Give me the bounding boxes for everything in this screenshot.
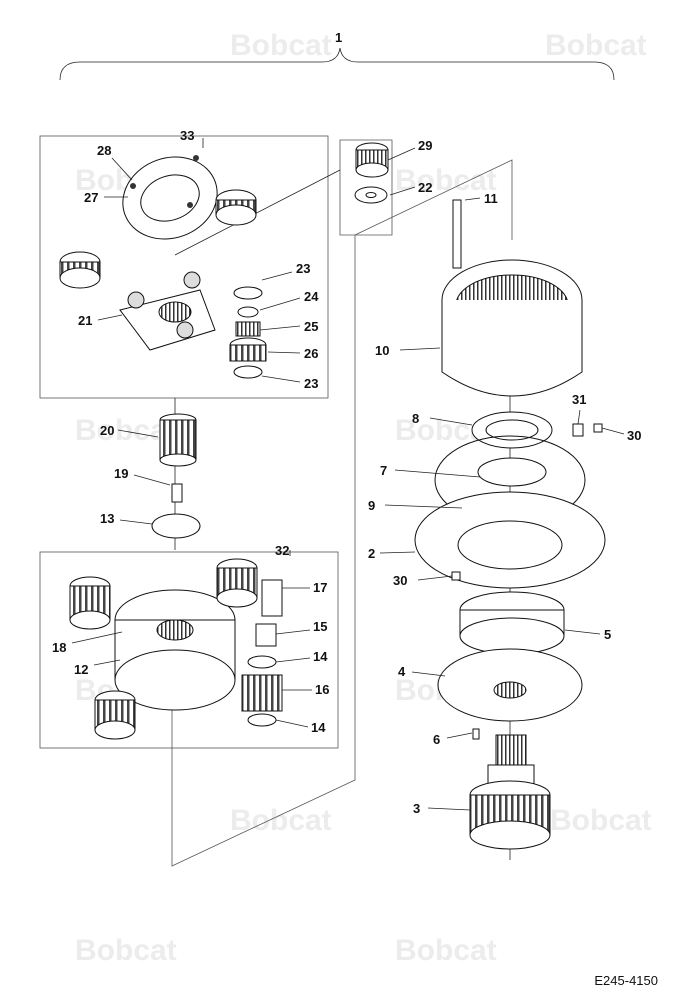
planet-gear	[216, 558, 258, 608]
callout-11: 11	[484, 191, 498, 206]
callout-3: 3	[413, 801, 420, 816]
drawing-number: E245-4150	[594, 973, 658, 988]
watermark-text: Bobcat	[395, 164, 497, 197]
planet-gear	[69, 576, 111, 630]
callout-10: 10	[375, 343, 389, 358]
plug-31	[572, 423, 584, 437]
seal-7	[477, 457, 547, 487]
bearing-8	[471, 411, 553, 449]
planet-carrier-12	[114, 589, 236, 711]
callout-29: 29	[418, 138, 432, 153]
callout-15: 15	[313, 619, 327, 634]
washer-14	[247, 655, 277, 669]
watermark-text: Bobcat	[545, 29, 647, 62]
callout-22: 22	[418, 180, 432, 195]
watermark-text: Bobcat	[230, 804, 332, 837]
frame-group-32	[39, 551, 339, 749]
callout-26: 26	[304, 346, 318, 361]
callout-7: 7	[380, 463, 387, 478]
callout-24: 24	[304, 289, 319, 304]
callout-13: 13	[100, 511, 114, 526]
callout-5: 5	[604, 627, 611, 642]
callout-28: 28	[97, 143, 111, 158]
callout-23b: 23	[304, 376, 318, 391]
callout-17: 17	[313, 580, 327, 595]
watermark-text: Bobcat	[395, 934, 497, 967]
plug-30	[451, 571, 461, 581]
callout-33: 33	[180, 128, 194, 143]
callout-6: 6	[433, 732, 440, 747]
bolt-6	[472, 728, 480, 740]
callout-27: 27	[84, 190, 98, 205]
axis-line	[174, 169, 341, 256]
bushing-15	[255, 623, 277, 647]
callout-25: 25	[304, 319, 318, 334]
gear-small	[59, 251, 101, 289]
callout-20: 20	[100, 423, 114, 438]
callout-12: 12	[74, 662, 88, 677]
plate-27	[122, 155, 218, 240]
frame-group-29	[339, 139, 393, 236]
watermark-text: Bobcat	[230, 29, 332, 62]
thrust-plate-13	[151, 513, 201, 539]
watermark-text: Bobcat	[550, 804, 652, 837]
washer-22	[354, 186, 388, 204]
sun-gear-20	[159, 413, 197, 467]
callout-16: 16	[315, 682, 329, 697]
pin-17	[261, 579, 283, 617]
thrust-bolt-19	[171, 483, 183, 503]
plate-4	[437, 648, 583, 722]
callouts-layer: 33 28 27 29 22 11 23 24 25 26 23 21 10 8…	[52, 128, 641, 816]
bolt-11	[452, 199, 462, 269]
axis-frame	[171, 159, 513, 867]
callout-30a: 30	[627, 428, 641, 443]
stack-23-26	[229, 286, 267, 379]
gear-small	[215, 189, 257, 226]
frame-group-33	[39, 135, 329, 399]
callout-23a: 23	[296, 261, 310, 276]
assembly-bracket	[59, 47, 615, 81]
watermark-text: Bobcat	[75, 934, 177, 967]
callout-32: 32	[275, 543, 289, 558]
bearing-5	[459, 591, 565, 655]
callout-21: 21	[78, 313, 92, 328]
housing-2	[414, 435, 606, 589]
planet-gear-16	[241, 674, 283, 712]
carrier-21	[119, 271, 216, 351]
callout-14a: 14	[313, 649, 328, 664]
callout-8: 8	[412, 411, 419, 426]
callout-14b: 14	[311, 720, 326, 735]
planet-gear	[94, 690, 136, 740]
callout-31: 31	[572, 392, 586, 407]
callout-4: 4	[398, 664, 406, 679]
bearing-29	[355, 142, 389, 178]
callout-2: 2	[368, 546, 375, 561]
washer-14	[247, 713, 277, 727]
callout-19: 19	[114, 466, 128, 481]
callout-18: 18	[52, 640, 66, 655]
pinion-shaft-3	[469, 734, 551, 850]
ring-gear-10	[441, 259, 583, 397]
callout-30b: 30	[393, 573, 407, 588]
callout-1: 1	[335, 30, 342, 45]
callout-9: 9	[368, 498, 375, 513]
plug-30	[593, 423, 603, 433]
